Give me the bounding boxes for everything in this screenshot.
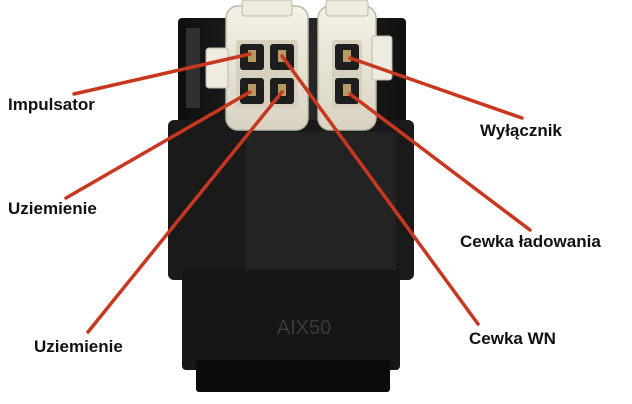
label-impulsator: Impulsator <box>8 95 95 114</box>
label-uziemienie-top: Uziemienie <box>8 199 97 218</box>
label-cewka-wn: Cewka WN <box>469 329 556 348</box>
leader-uziemienie-2 <box>86 90 284 334</box>
label-uziemienie-bottom: Uziemienie <box>34 337 123 356</box>
leader-impulsator <box>72 52 252 96</box>
leader-cewka-wn <box>280 54 480 326</box>
connector-2-pin <box>317 0 393 131</box>
leader-wylacznik <box>348 56 524 120</box>
module-marking: AIX50 <box>277 317 331 339</box>
label-cewka-ladowania: Cewka ładowania <box>460 232 601 251</box>
leader-lines <box>64 52 532 334</box>
leader-uziemienie-1 <box>64 90 252 200</box>
leader-cewka-ladowania <box>348 92 532 232</box>
label-wylacznik: Wyłącznik <box>480 121 562 140</box>
